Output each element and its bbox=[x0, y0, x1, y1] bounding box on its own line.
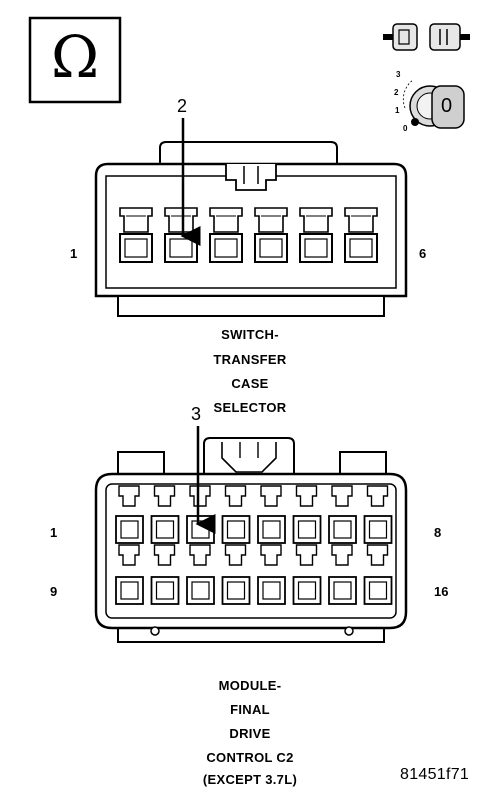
callout-label-3: 3 bbox=[191, 404, 202, 424]
connector-1-caption-line-4: SELECTOR bbox=[213, 400, 287, 415]
terminal-cavity-9 bbox=[115, 544, 144, 605]
terminal-cavity-11 bbox=[186, 544, 215, 605]
ignition-key-off-icon bbox=[402, 79, 465, 129]
connector-2-caption-line-4: CONTROL C2 bbox=[206, 750, 294, 765]
connector-2-caption-line-5: (EXCEPT 3.7L) bbox=[202, 772, 298, 787]
terminal-cavity-3 bbox=[209, 207, 243, 263]
key-position-0: 0 bbox=[403, 124, 408, 133]
terminal-cavity-10 bbox=[150, 544, 180, 605]
terminal-cavity-12 bbox=[221, 544, 251, 605]
connector-1-caption-line-2: TRANSFER bbox=[213, 352, 287, 367]
final-drive-module-cavities bbox=[115, 485, 393, 605]
connector-1-caption-line-3: CASE bbox=[231, 376, 269, 391]
ohm-symbol-icon: Ω bbox=[50, 23, 100, 91]
terminal-cavity-5 bbox=[299, 207, 333, 263]
terminal-cavity-13 bbox=[257, 544, 286, 605]
pin-number-6: 6 bbox=[419, 246, 427, 261]
pin-number-16-c2: 16 bbox=[434, 584, 449, 599]
terminal-cavity-8 bbox=[363, 485, 393, 544]
pin-number-9-c2: 9 bbox=[50, 584, 58, 599]
connector-2-caption-line-1: MODULE- bbox=[218, 678, 282, 693]
connector-2-caption-line-2: FINAL bbox=[230, 702, 270, 717]
terminal-cavity-2 bbox=[150, 485, 180, 544]
terminal-cavity-1 bbox=[115, 485, 144, 544]
terminal-cavity-7 bbox=[328, 485, 357, 544]
terminal-cavity-1 bbox=[119, 207, 153, 263]
key-position-1: 1 bbox=[395, 106, 400, 115]
transfer-case-switch-cavities bbox=[119, 207, 378, 263]
pin-number-8-c2: 8 bbox=[434, 525, 442, 540]
key-position-2: 2 bbox=[394, 88, 399, 97]
terminal-cavity-2 bbox=[164, 207, 198, 263]
connector-1-caption-line-1: SWITCH- bbox=[221, 327, 279, 342]
terminal-cavity-5 bbox=[257, 485, 286, 544]
terminal-cavity-16 bbox=[363, 544, 393, 605]
ohmmeter-legend-box bbox=[28, 16, 122, 104]
figure-id: 81451f71 bbox=[400, 766, 470, 783]
key-label: 0 bbox=[441, 95, 453, 117]
connector-2-caption-line-3: DRIVE bbox=[229, 726, 271, 741]
terminal-cavity-6 bbox=[292, 485, 322, 544]
terminal-cavity-14 bbox=[292, 544, 322, 605]
disconnected-connector-icon bbox=[383, 23, 470, 51]
terminal-cavity-4 bbox=[221, 485, 251, 544]
terminal-cavity-4 bbox=[254, 207, 288, 263]
terminal-cavity-6 bbox=[344, 207, 378, 263]
terminal-cavity-15 bbox=[328, 544, 357, 605]
key-position-3: 3 bbox=[396, 70, 401, 79]
pin-number-1-c2: 1 bbox=[50, 525, 58, 540]
callout-label-2: 2 bbox=[177, 96, 188, 116]
pin-number-1: 1 bbox=[70, 246, 78, 261]
